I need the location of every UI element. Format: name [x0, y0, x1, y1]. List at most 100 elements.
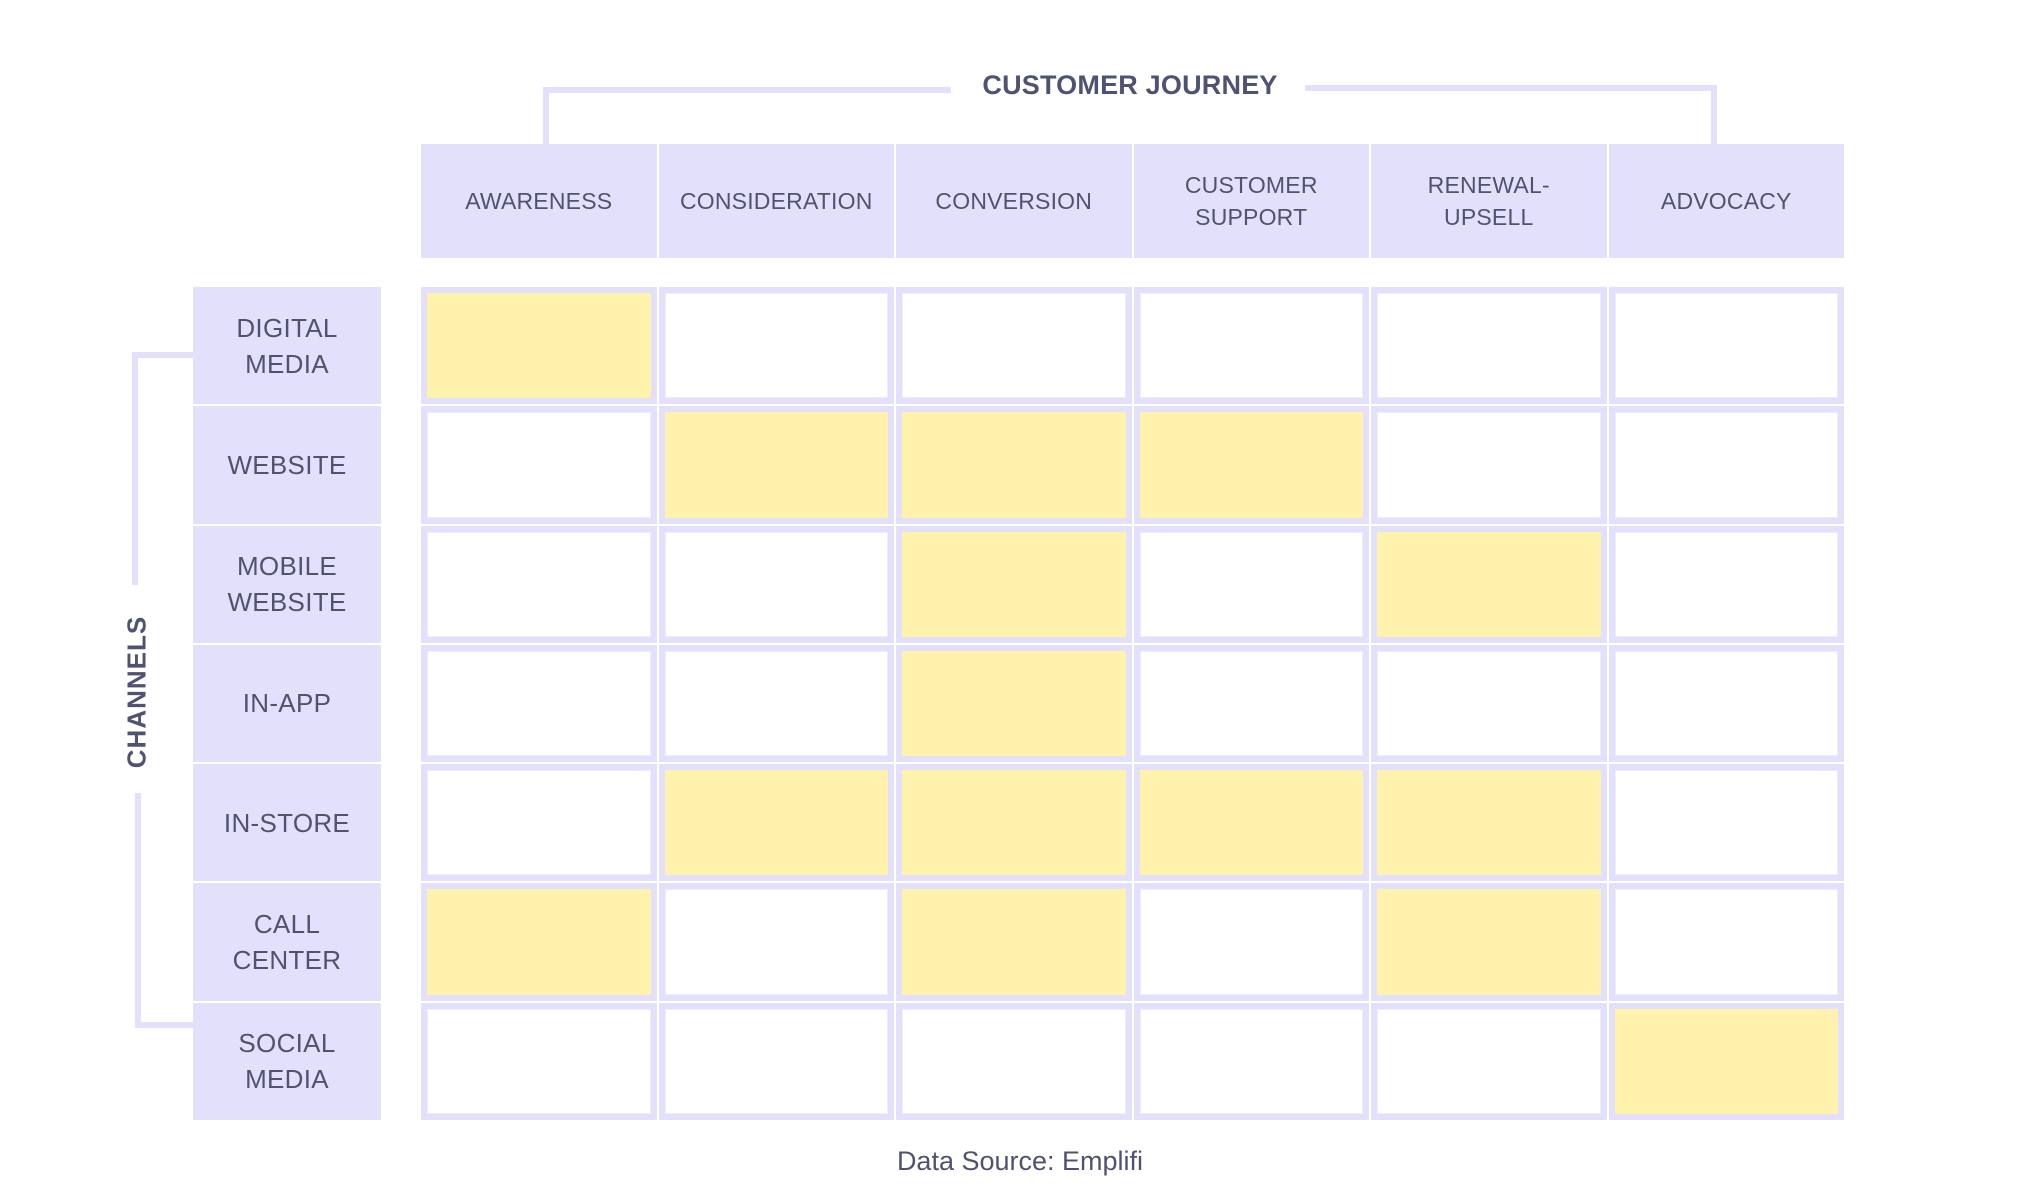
- highlighted-cell-fill: [902, 531, 1126, 637]
- matrix-cell-social-media-customer-support: [1133, 1002, 1369, 1120]
- channel-labels: DIGITAL MEDIA WEBSITE MOBILE WEBSITE IN-…: [193, 287, 381, 1120]
- matrix-cell-mobile-website-customer-support: [1133, 525, 1369, 643]
- journey-bracket-left-vertical: [543, 87, 549, 144]
- stage-header-consideration: CONSIDERATION: [658, 144, 894, 258]
- highlighted-cell-fill: [1139, 412, 1363, 518]
- stage-header-customer-support: CUSTOMER SUPPORT: [1133, 144, 1369, 258]
- channel-label-mobile-website: MOBILE WEBSITE: [193, 525, 381, 643]
- data-source-caption: Data Source: Emplifi: [896, 1146, 1144, 1176]
- empty-cell-fill: [427, 1008, 651, 1114]
- journey-bracket-left-horizontal: [543, 87, 951, 93]
- matrix-cell-in-store-customer-support: [1133, 764, 1369, 882]
- channels-bracket-top-vertical: [132, 352, 138, 585]
- matrix-cell-mobile-website-advocacy: [1608, 525, 1844, 643]
- empty-cell-fill: [1614, 770, 1838, 876]
- matrix-cell-mobile-website-conversion: [896, 525, 1132, 643]
- highlighted-cell-fill: [1614, 1008, 1838, 1114]
- channels-label: CHANNELS: [121, 615, 152, 769]
- empty-cell-fill: [1377, 1008, 1601, 1114]
- matrix-cell-website-consideration: [658, 406, 894, 524]
- channels-bracket-bottom-horizontal: [135, 1022, 193, 1028]
- matrix-cell-social-media-advocacy: [1608, 1002, 1844, 1120]
- stage-header-conversion: CONVERSION: [896, 144, 1132, 258]
- empty-cell-fill: [664, 293, 888, 399]
- journey-bracket-right-vertical: [1711, 85, 1717, 144]
- empty-cell-fill: [664, 1008, 888, 1114]
- channels-bracket-top-horizontal: [132, 352, 193, 358]
- matrix-cell-mobile-website-consideration: [658, 525, 894, 643]
- channel-label-website: WEBSITE: [193, 406, 381, 524]
- empty-cell-fill: [1614, 889, 1838, 995]
- matrix-cell-website-conversion: [896, 406, 1132, 524]
- highlighted-cell-fill: [1377, 531, 1601, 637]
- empty-cell-fill: [1377, 412, 1601, 518]
- stage-header-awareness: AWARENESS: [421, 144, 657, 258]
- stage-header-advocacy: ADVOCACY: [1608, 144, 1844, 258]
- empty-cell-fill: [427, 650, 651, 757]
- channel-label-digital-media: DIGITAL MEDIA: [193, 287, 381, 405]
- matrix-cell-call-center-customer-support: [1133, 883, 1369, 1001]
- matrix-cell-social-media-renewal-upsell: [1371, 1002, 1607, 1120]
- empty-cell-fill: [664, 650, 888, 757]
- matrix-cell-digital-media-customer-support: [1133, 287, 1369, 405]
- channel-journey-matrix: [421, 287, 1844, 1120]
- matrix-cell-in-store-conversion: [896, 764, 1132, 882]
- empty-cell-fill: [664, 889, 888, 995]
- highlighted-cell-fill: [1377, 770, 1601, 876]
- matrix-cell-in-store-advocacy: [1608, 764, 1844, 882]
- highlighted-cell-fill: [664, 770, 888, 876]
- empty-cell-fill: [1139, 293, 1363, 399]
- matrix-cell-digital-media-advocacy: [1608, 287, 1844, 405]
- empty-cell-fill: [1614, 650, 1838, 757]
- highlighted-cell-fill: [427, 889, 651, 995]
- matrix-cell-social-media-consideration: [658, 1002, 894, 1120]
- matrix-cell-website-renewal-upsell: [1371, 406, 1607, 524]
- matrix-cell-in-store-renewal-upsell: [1371, 764, 1607, 882]
- highlighted-cell-fill: [902, 770, 1126, 876]
- channel-label-call-center: CALL CENTER: [193, 883, 381, 1001]
- highlighted-cell-fill: [427, 293, 651, 399]
- matrix-cell-digital-media-awareness: [421, 287, 657, 405]
- matrix-cell-digital-media-consideration: [658, 287, 894, 405]
- matrix-cell-call-center-consideration: [658, 883, 894, 1001]
- empty-cell-fill: [1614, 293, 1838, 399]
- journey-bracket-right-horizontal: [1305, 85, 1717, 91]
- matrix-cell-in-app-renewal-upsell: [1371, 644, 1607, 763]
- matrix-cell-social-media-awareness: [421, 1002, 657, 1120]
- empty-cell-fill: [902, 293, 1126, 399]
- journey-stage-header: AWARENESS CONSIDERATION CONVERSION CUSTO…: [421, 144, 1844, 258]
- matrix-cell-call-center-awareness: [421, 883, 657, 1001]
- matrix-cell-call-center-advocacy: [1608, 883, 1844, 1001]
- channel-label-in-app: IN-APP: [193, 644, 381, 763]
- empty-cell-fill: [664, 531, 888, 637]
- matrix-cell-website-advocacy: [1608, 406, 1844, 524]
- matrix-cell-website-awareness: [421, 406, 657, 524]
- matrix-cell-digital-media-renewal-upsell: [1371, 287, 1607, 405]
- empty-cell-fill: [1614, 531, 1838, 637]
- empty-cell-fill: [902, 1008, 1126, 1114]
- matrix-cell-in-app-awareness: [421, 644, 657, 763]
- matrix-cell-in-app-advocacy: [1608, 644, 1844, 763]
- channel-label-social-media: SOCIAL MEDIA: [193, 1002, 381, 1120]
- matrix-cell-in-store-consideration: [658, 764, 894, 882]
- matrix-cell-website-customer-support: [1133, 406, 1369, 524]
- matrix-cell-mobile-website-renewal-upsell: [1371, 525, 1607, 643]
- matrix-cell-in-app-consideration: [658, 644, 894, 763]
- empty-cell-fill: [1377, 650, 1601, 757]
- matrix-cell-digital-media-conversion: [896, 287, 1132, 405]
- empty-cell-fill: [1377, 293, 1601, 399]
- matrix-cell-call-center-conversion: [896, 883, 1132, 1001]
- matrix-cell-social-media-conversion: [896, 1002, 1132, 1120]
- journey-title: CUSTOMER JOURNEY: [982, 70, 1278, 100]
- channels-bracket-bottom-vertical: [135, 793, 141, 1028]
- highlighted-cell-fill: [902, 650, 1126, 757]
- empty-cell-fill: [1614, 412, 1838, 518]
- highlighted-cell-fill: [1377, 889, 1601, 995]
- empty-cell-fill: [1139, 889, 1363, 995]
- empty-cell-fill: [1139, 650, 1363, 757]
- empty-cell-fill: [1139, 1008, 1363, 1114]
- empty-cell-fill: [427, 412, 651, 518]
- empty-cell-fill: [1139, 531, 1363, 637]
- empty-cell-fill: [427, 531, 651, 637]
- highlighted-cell-fill: [664, 412, 888, 518]
